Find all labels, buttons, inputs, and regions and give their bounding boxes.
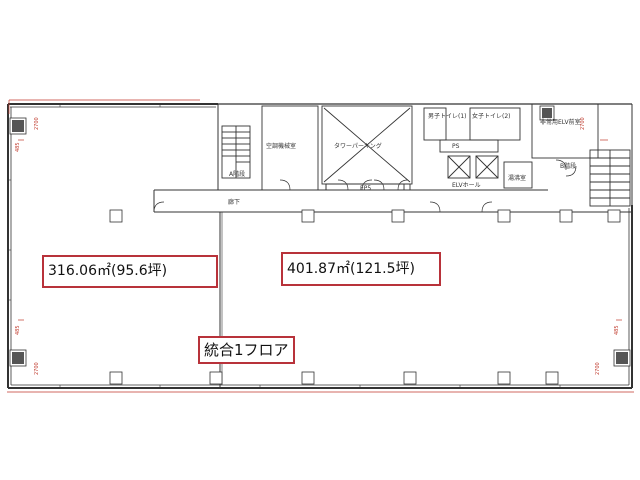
svg-text:485: 485 [614,325,620,335]
svg-text:2700: 2700 [34,117,40,130]
room-common-elv: 非常用ELV前室 [540,118,581,126]
room-tower-parking: タワーパーキング [334,142,382,150]
room-a-stair: A階段 [229,170,245,178]
dimension-marks [7,99,634,393]
building-outline [7,103,633,389]
room-water-heater: 湯沸室 [508,174,526,182]
svg-text:2700: 2700 [34,362,40,375]
svg-text:2700: 2700 [580,117,586,130]
room-elv-hall: ELVホール [452,182,481,189]
area-left-label: 316.06㎡(95.6坪) [42,255,218,288]
room-corridor: 廊下 [228,198,240,206]
door-swings [153,159,577,213]
floor-combined-label: 統合1フロア [198,336,295,364]
room-b-stair: B階段 [560,162,576,170]
window-mullions [8,104,561,388]
core-rooms [221,103,631,207]
room-toilet-2: 女子トイレ(2) [472,112,511,120]
room-toilet-1: 男子トイレ(1) [428,113,467,120]
room-ep5: EP5 [360,185,371,192]
area-right-label: 401.87㎡(121.5坪) [281,252,441,286]
room-ps: PS [452,143,460,150]
svg-text:485: 485 [15,142,21,152]
room-air-machine: 空調機械室 [266,142,296,150]
svg-text:2700: 2700 [595,362,601,375]
columns [9,105,631,385]
svg-text:485: 485 [15,325,21,335]
